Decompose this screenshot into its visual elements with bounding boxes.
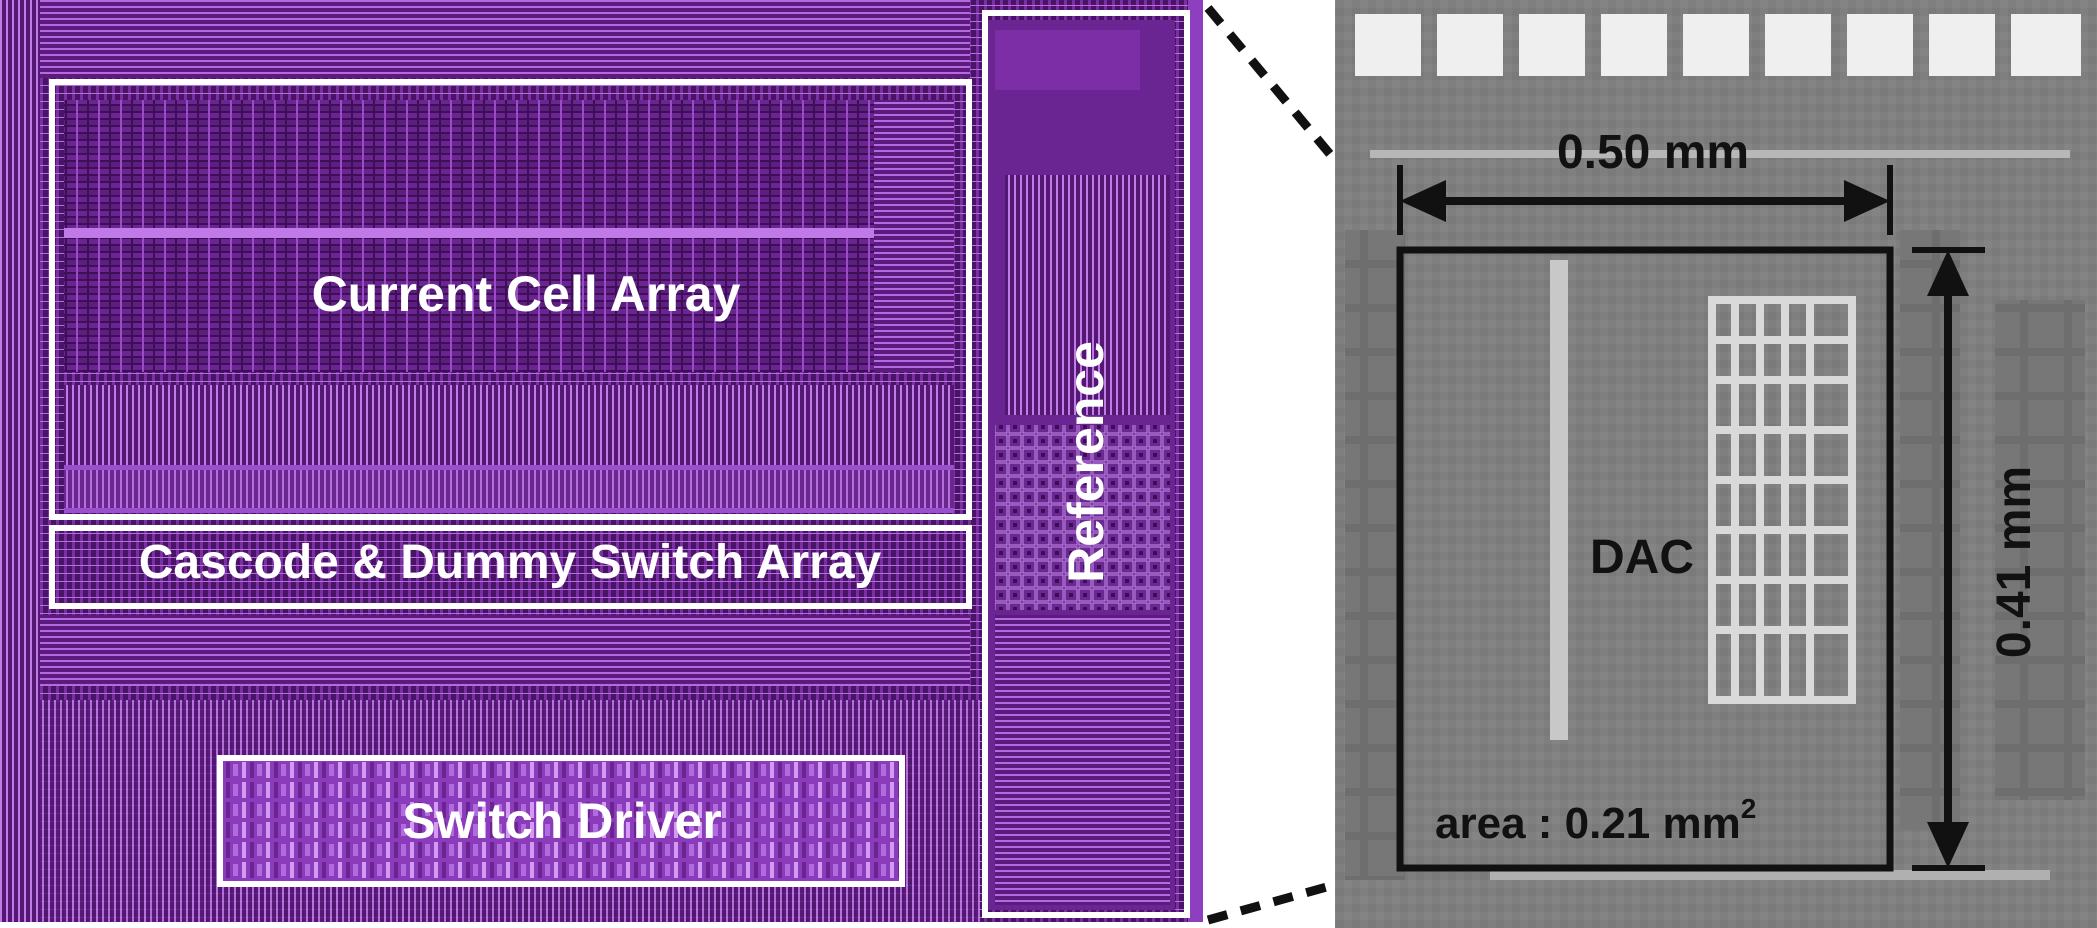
cascode-dummy-box bbox=[49, 525, 972, 609]
height-dimension: 0.41 mm bbox=[1912, 247, 2041, 871]
cascode-lower-pattern bbox=[64, 470, 954, 508]
cascode-dummy-label: Cascode & Dummy Switch Array bbox=[139, 536, 882, 589]
trace-2 bbox=[1550, 260, 1568, 740]
area-label-main: area : 0.21 mm bbox=[1435, 799, 1741, 848]
height-arrow-bottom bbox=[1927, 822, 1969, 868]
bond-pads bbox=[1355, 14, 2081, 76]
top-routing bbox=[40, 0, 970, 78]
left-structure bbox=[1345, 230, 1405, 880]
cell-divider bbox=[64, 228, 874, 238]
dac-outline bbox=[1396, 246, 1894, 872]
current-cell-array-box bbox=[49, 79, 972, 520]
width-label: 0.50 mm bbox=[1557, 126, 1749, 179]
switch-driver-box bbox=[217, 755, 905, 887]
layout-right-edge bbox=[1188, 0, 1203, 922]
area-label: area : 0.21 mm2 bbox=[1435, 793, 1756, 848]
switch-driver-label: Switch Driver bbox=[402, 793, 722, 849]
trace-1 bbox=[1370, 150, 2070, 158]
ref-top-blocks bbox=[995, 30, 1140, 90]
ref-upper bbox=[1005, 175, 1170, 415]
area-label-superscript: 2 bbox=[1741, 793, 1757, 824]
ref-lower bbox=[995, 615, 1170, 905]
switch-driver-fill bbox=[220, 760, 900, 885]
reference-box bbox=[982, 10, 1190, 918]
width-arrow-left bbox=[1400, 180, 1446, 222]
trace-3 bbox=[1490, 870, 2050, 880]
dac-grid-structure bbox=[1708, 296, 1856, 704]
layout-panel: Current Cell Array Cascode & Dummy Switc… bbox=[0, 0, 1203, 922]
dac-label: DAC bbox=[1590, 531, 1694, 584]
far-right-structure bbox=[1995, 300, 2085, 800]
cascode-rows bbox=[64, 385, 954, 465]
cell-array-edge bbox=[874, 100, 954, 372]
height-arrow-top bbox=[1927, 250, 1969, 296]
height-label: 0.41 mm bbox=[1988, 466, 2041, 658]
width-dimension: 0.50 mm bbox=[1397, 126, 1893, 235]
mid-routing bbox=[40, 615, 970, 685]
ref-grid bbox=[995, 425, 1170, 610]
width-arrow-right bbox=[1844, 180, 1890, 222]
micrograph-panel: 0.50 mm 0.41 mm DAC area : 0.21 mm2 bbox=[1335, 0, 2097, 928]
reference-label: Reference bbox=[1058, 341, 1114, 583]
current-cell-array-label: Current Cell Array bbox=[312, 266, 741, 322]
